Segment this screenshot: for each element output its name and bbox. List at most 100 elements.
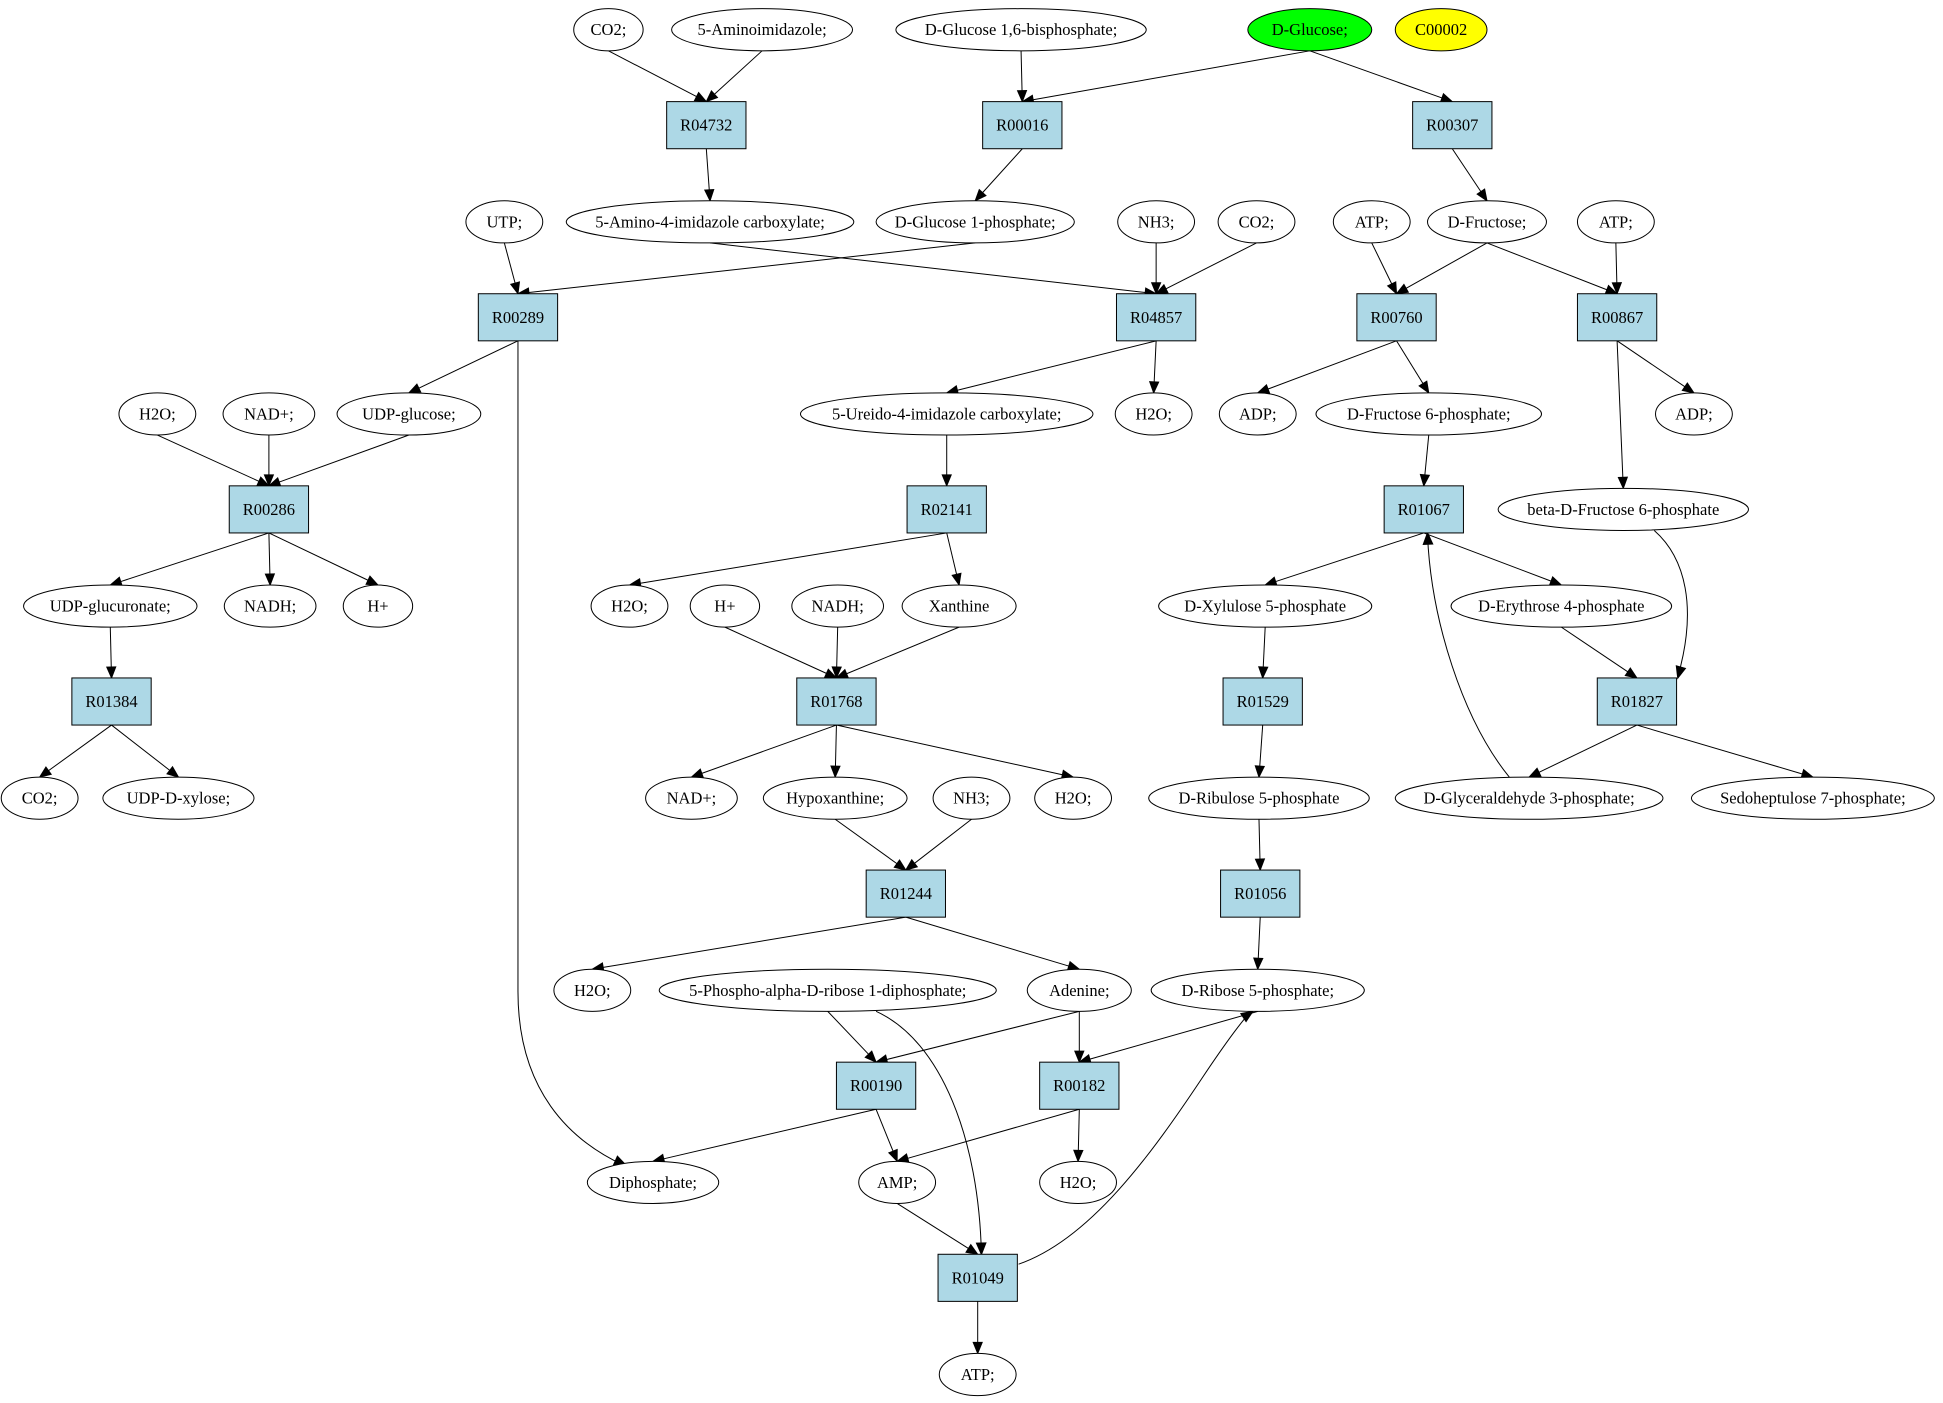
compound-shape (573, 8, 644, 52)
compound-node-xu5p[interactable]: D-Xylulose 5-phosphate (1158, 584, 1373, 628)
compound-node-s7p[interactable]: Sedoheptulose 7-phosphate; (1690, 776, 1935, 820)
edge-line (1423, 532, 1552, 582)
reaction-node-R00182[interactable]: R00182 (1039, 1061, 1120, 1110)
reaction-node-R01827[interactable]: R01827 (1596, 677, 1678, 726)
compound-node-nh3_a[interactable]: NH3; (1117, 200, 1196, 244)
compound-node-atp_c[interactable]: ATP; (938, 1352, 1017, 1397)
compound-node-udpxylose[interactable]: UDP-D-xylose; (102, 776, 255, 820)
compound-node-utp[interactable]: UTP; (465, 200, 544, 244)
edge-R01067-to-xu5p (1263, 532, 1424, 587)
compound-node-h2o_e[interactable]: H2O; (553, 968, 632, 1012)
compound-node-aicarbox[interactable]: 5-Amino-4-imidazole carboxylate; (565, 200, 855, 244)
compound-node-glc16bp[interactable]: D-Glucose 1,6-bisphosphate; (895, 8, 1147, 52)
compound-node-xanthine[interactable]: Xanthine (901, 584, 1017, 628)
compound-node-co2_b[interactable]: CO2; (1217, 200, 1296, 244)
compound-node-h2o_d[interactable]: H2O; (1034, 776, 1113, 820)
compound-node-co2_c[interactable]: CO2; (0, 776, 79, 820)
compound-node-amp[interactable]: AMP; (858, 1160, 937, 1204)
edge-hplus_b-to-R01768 (724, 626, 838, 679)
compound-node-h2o_c[interactable]: H2O; (590, 584, 669, 628)
reaction-node-R01049[interactable]: R01049 (937, 1253, 1018, 1302)
compound-node-hplus_b[interactable]: H+ (689, 584, 761, 628)
reaction-node-R00190[interactable]: R00190 (835, 1061, 917, 1110)
edge-line (109, 627, 112, 667)
compound-shape (1576, 200, 1655, 244)
edge-R01056-to-r5p (1253, 917, 1264, 971)
compound-node-r5p[interactable]: D-Ribose 5-phosphate; (1150, 968, 1365, 1012)
reaction-node-R02141[interactable]: R02141 (906, 485, 987, 534)
compound-node-nad_b[interactable]: NAD+; (645, 776, 738, 820)
compound-node-nad_a[interactable]: NAD+; (222, 392, 316, 436)
edge-line (1275, 532, 1424, 583)
edge-arrowhead (864, 1050, 877, 1064)
compound-label: Diphosphate; (609, 1173, 697, 1192)
reaction-node-R01244[interactable]: R01244 (865, 869, 946, 918)
edge-line (1309, 50, 1443, 99)
compound-node-h2o_b[interactable]: H2O; (1114, 392, 1193, 436)
compound-node-atp_a[interactable]: ATP; (1332, 200, 1411, 244)
reaction-node-R00289[interactable]: R00289 (477, 293, 559, 342)
reaction-node-R00016[interactable]: R00016 (982, 101, 1063, 150)
compound-node-ureido[interactable]: 5-Ureido-4-imidazole carboxylate; (799, 392, 1094, 436)
reaction-node-R04732[interactable]: R04732 (666, 101, 747, 150)
compound-node-bf6p[interactable]: beta-D-Fructose 6-phosphate (1497, 487, 1749, 531)
reaction-label: R00016 (996, 116, 1048, 135)
reaction-node-R01056[interactable]: R01056 (1220, 869, 1301, 918)
edge-arrowhead (38, 766, 53, 778)
compound-node-diphosphate[interactable]: Diphosphate; (586, 1160, 720, 1204)
edge-dfructose-to-R00867 (1486, 242, 1619, 295)
compound-label: H2O; (1135, 404, 1172, 423)
reaction-node-R00307[interactable]: R00307 (1412, 101, 1493, 150)
compound-node-e4p[interactable]: D-Erythrose 4-phosphate (1450, 584, 1673, 628)
compound-node-adenine[interactable]: Adenine; (1026, 968, 1132, 1012)
edge-line (957, 340, 1157, 391)
compound-node-adp_b[interactable]: ADP; (1655, 392, 1733, 436)
edge-line (1089, 1010, 1258, 1060)
edge-curve (876, 1011, 981, 1254)
edge-line (279, 434, 410, 483)
compound-node-dfructose[interactable]: D-Fructose; (1427, 200, 1547, 244)
reaction-node-R01067[interactable]: R01067 (1383, 485, 1464, 534)
compound-node-co2_a[interactable]: CO2; (573, 8, 644, 52)
edge-line (1257, 917, 1261, 959)
edge-arrowhead (1422, 531, 1434, 545)
reaction-node-R01529[interactable]: R01529 (1222, 677, 1303, 726)
reaction-box (1383, 485, 1464, 534)
compound-node-nadh_a[interactable]: NADH; (223, 584, 317, 628)
reaction-label: R00760 (1370, 308, 1422, 327)
reaction-node-R00286[interactable]: R00286 (228, 485, 310, 534)
reaction-node-R00867[interactable]: R00867 (1576, 293, 1658, 342)
edge-line (1020, 50, 1023, 91)
compound-node-g3p[interactable]: D-Glyceraldehyde 3-phosphate; (1394, 776, 1664, 820)
compound-node-nh3_b[interactable]: NH3; (932, 776, 1011, 820)
compound-node-adp_a[interactable]: ADP; (1218, 392, 1297, 436)
edge-arrowhead (1675, 665, 1687, 680)
compound-node-aminoimidazole[interactable]: 5-Aminoimidazole; (671, 8, 854, 52)
compound-node-atp_b[interactable]: ATP; (1576, 200, 1655, 244)
reaction-node-R04857[interactable]: R04857 (1115, 293, 1197, 342)
edge-arrowhead (1611, 282, 1623, 296)
compound-node-hypoxanthine[interactable]: Hypoxanthine; (762, 776, 908, 820)
edge-R00867-to-adp_b (1616, 340, 1696, 394)
edge-R01049-to-atp_c (972, 1301, 983, 1355)
compound-node-prpp[interactable]: 5-Phospho-alpha-D-ribose 1-diphosphate; (658, 968, 997, 1012)
compound-node-hplus_a[interactable]: H+ (342, 584, 414, 628)
compound-node-h2o_f[interactable]: H2O; (1039, 1160, 1117, 1204)
compound-node-udpglucose[interactable]: UDP-glucose; (336, 392, 482, 436)
compound-node-udpgluc[interactable]: UDP-glucuronate; (23, 584, 198, 628)
compound-node-glc1p[interactable]: D-Glucose 1-phosphate; (875, 200, 1075, 244)
compound-node-c00002[interactable]: C00002 (1394, 8, 1488, 52)
compound-node-h2o_a[interactable]: H2O; (118, 392, 197, 436)
edge-atp_b-to-R00867 (1611, 242, 1623, 296)
reaction-label: R01827 (1611, 692, 1663, 711)
compound-node-nadh_b[interactable]: NADH; (791, 584, 885, 628)
compound-node-dglucose[interactable]: D-Glucose; (1247, 8, 1373, 52)
edge-h2o_a-to-R00286 (157, 434, 271, 487)
compound-shape (590, 584, 669, 628)
reaction-node-R01384[interactable]: R01384 (71, 677, 152, 726)
compound-node-f6p[interactable]: D-Fructose 6-phosphate; (1315, 392, 1543, 436)
reaction-node-R00760[interactable]: R00760 (1356, 293, 1437, 342)
edge-arrowhead (887, 1148, 898, 1163)
compound-node-ru5p[interactable]: D-Ribulose 5-phosphate (1148, 776, 1370, 820)
reaction-node-R01768[interactable]: R01768 (796, 677, 877, 726)
